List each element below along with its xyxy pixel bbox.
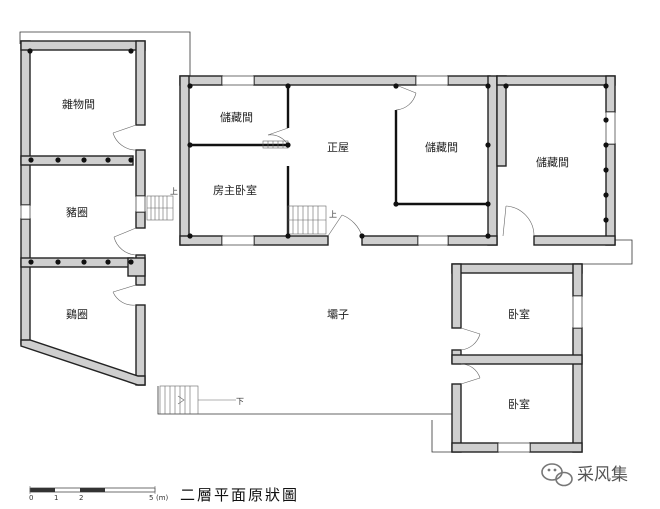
scale-bar bbox=[29, 486, 156, 494]
wechat-logo-icon bbox=[541, 463, 573, 487]
room-label-bedroom-1: 卧室 bbox=[508, 307, 530, 321]
window-bedroom-1-east bbox=[572, 295, 583, 329]
window-storage-b-south bbox=[417, 235, 449, 246]
scale-tick-5: 5 bbox=[149, 494, 153, 502]
window-pigsty-west bbox=[20, 204, 31, 220]
room-label-storage-c: 儲藏間 bbox=[536, 156, 569, 169]
scale-unit: (m) bbox=[156, 494, 169, 502]
door-bedroom-2 bbox=[460, 363, 481, 385]
scale-tick-0: 0 bbox=[29, 494, 33, 502]
main-house-partitions bbox=[190, 86, 488, 236]
door-bedroom-1 bbox=[460, 327, 481, 351]
stair-label-down: 下 bbox=[236, 397, 244, 406]
window-bedroom-2-south bbox=[497, 442, 531, 453]
room-label-master-bedroom: 房主卧室 bbox=[213, 183, 257, 197]
room-label-bedroom-2: 卧室 bbox=[508, 397, 530, 411]
window-storage-b-north bbox=[415, 75, 449, 86]
room-label-yard: 壩子 bbox=[327, 308, 349, 321]
stair-yard-down bbox=[159, 385, 236, 415]
main-house-posts bbox=[187, 83, 491, 239]
scale-tick-2: 2 bbox=[79, 494, 83, 502]
window-storage-a-north bbox=[221, 75, 255, 86]
stair-master-room bbox=[287, 205, 327, 235]
door-storage-misc bbox=[112, 124, 137, 151]
bedroom-block-walls bbox=[451, 263, 583, 453]
door-storage-c bbox=[502, 205, 535, 237]
window-master-south bbox=[221, 235, 255, 246]
watermark-text: 采风集 bbox=[577, 465, 628, 485]
scale-tick-1: 1 bbox=[54, 494, 58, 502]
room-label-storage-a: 儲藏間 bbox=[220, 111, 253, 124]
room-label-pigsty: 豬圈 bbox=[66, 205, 88, 219]
right-storage-posts bbox=[503, 83, 609, 223]
site-boundary bbox=[19, 31, 633, 453]
door-storage-b bbox=[395, 84, 417, 111]
room-label-chicken-coop: 鷄圈 bbox=[66, 307, 88, 321]
door-pigsty bbox=[113, 227, 137, 256]
window-pigsty-east bbox=[135, 195, 146, 213]
left-block-posts bbox=[27, 48, 134, 265]
room-label-main-hall: 正屋 bbox=[327, 141, 349, 154]
stair-label-up-1: 上 bbox=[170, 187, 178, 196]
room-label-storage-b: 儲藏間 bbox=[425, 141, 458, 154]
door-chicken-coop bbox=[112, 284, 137, 306]
room-label-storage-misc: 雜物間 bbox=[62, 97, 95, 111]
window-storage-c-east bbox=[605, 111, 616, 145]
right-storage-walls bbox=[496, 75, 616, 246]
stair-left bbox=[146, 195, 174, 221]
stair-label-up-2: 上 bbox=[329, 210, 337, 219]
plan-title: 二層平面原狀圖 bbox=[180, 486, 299, 504]
left-block-walls bbox=[20, 40, 146, 386]
main-house-walls bbox=[179, 75, 498, 246]
